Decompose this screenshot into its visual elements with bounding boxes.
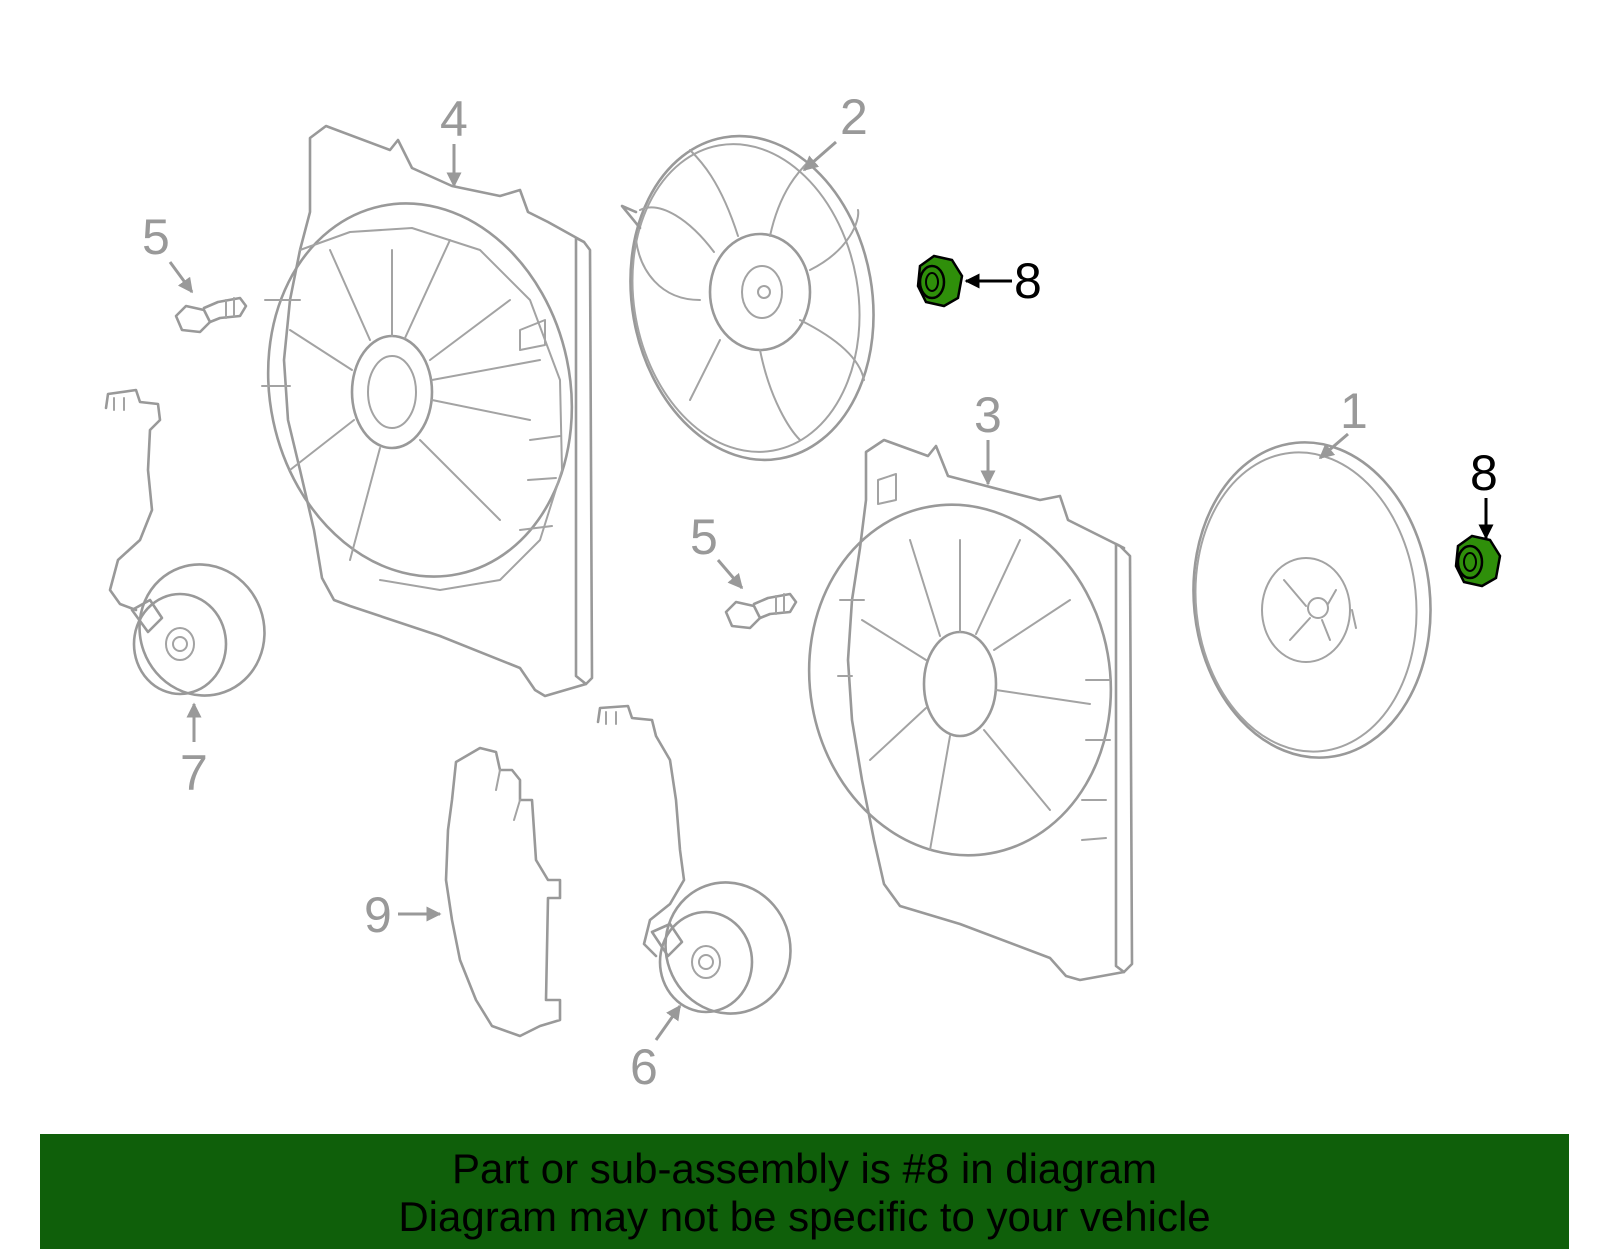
- bracket-part-9: [444, 746, 562, 1038]
- fan-shroud-part-3: [807, 438, 1134, 982]
- callout-7: 7: [180, 745, 208, 801]
- callout-8b: 8: [1470, 445, 1498, 501]
- callout-4: 4: [440, 91, 468, 147]
- bolt-part-5b: [724, 592, 798, 630]
- motor-part-6: [596, 704, 792, 1015]
- fan-blade-part-1: [1192, 441, 1432, 759]
- fan-blade-part-2: [620, 134, 875, 462]
- callout-6: 6: [630, 1039, 658, 1095]
- nut-part-8b: [1454, 534, 1502, 588]
- callout-3: 3: [974, 387, 1002, 443]
- motor-part-7: [104, 388, 266, 697]
- callout-9: 9: [364, 887, 392, 943]
- callout-5a: 5: [142, 209, 170, 265]
- bolt-part-5a: [174, 296, 248, 334]
- leader-lines: [168, 140, 1494, 1041]
- info-banner: Part or sub-assembly is #8 in diagram Di…: [40, 1134, 1569, 1249]
- nut-part-8a: [916, 254, 964, 308]
- fan-shroud-part-4: [261, 124, 594, 698]
- callout-8a: 8: [1014, 253, 1042, 309]
- callout-2: 2: [840, 89, 868, 145]
- callout-5b: 5: [690, 509, 718, 565]
- banner-line-2: Diagram may not be specific to your vehi…: [398, 1193, 1211, 1240]
- callout-1: 1: [1340, 383, 1368, 439]
- banner-line-1: Part or sub-assembly is #8 in diagram: [452, 1145, 1157, 1192]
